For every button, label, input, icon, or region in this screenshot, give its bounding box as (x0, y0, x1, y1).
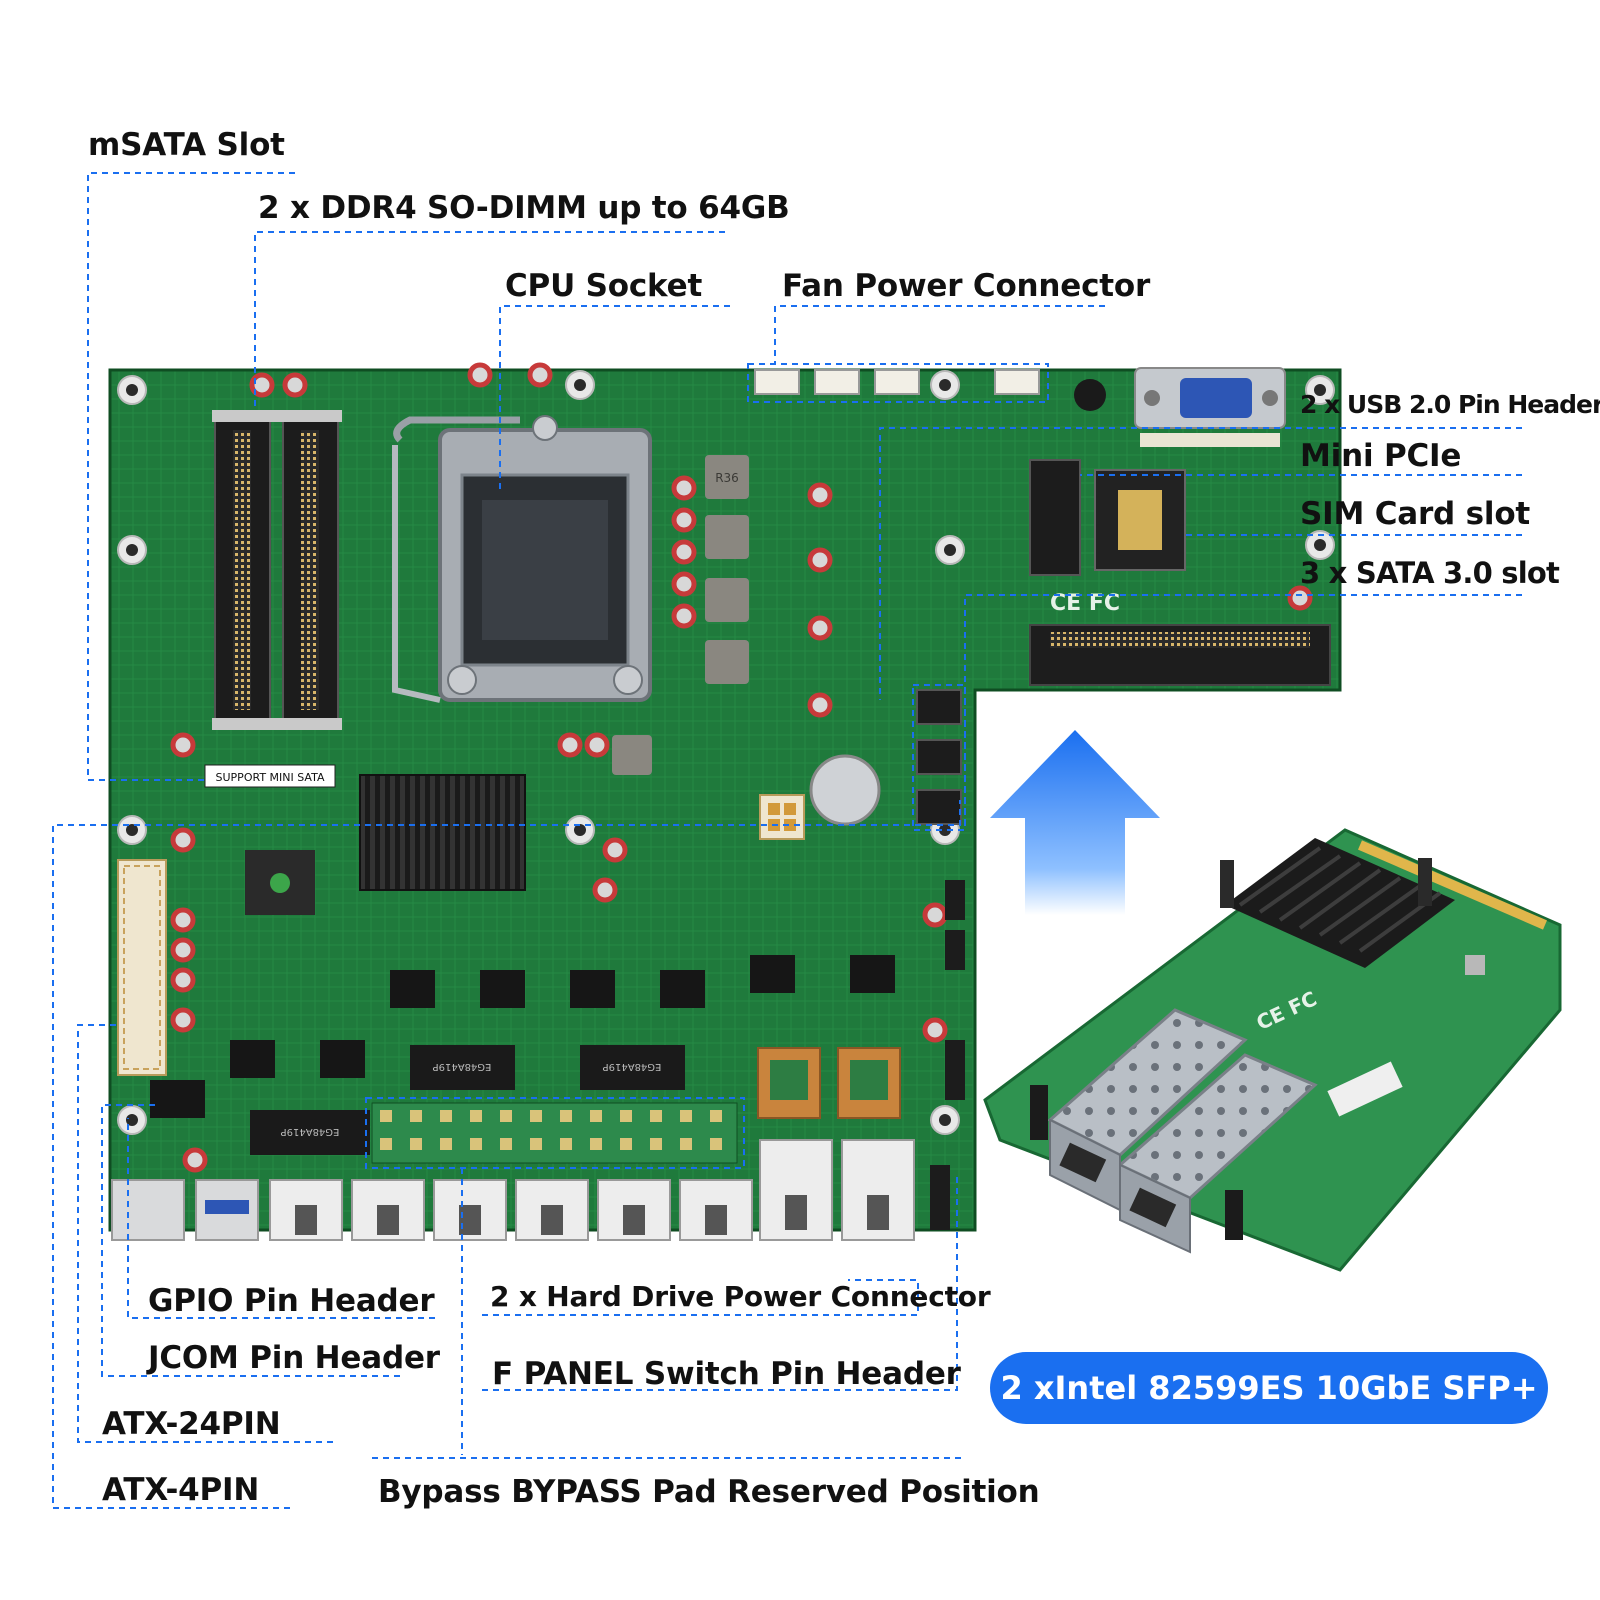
label-sata-slot: 3 x SATA 3.0 slot (1300, 556, 1560, 590)
sfp-expansion-card: CE FC (983, 828, 1562, 1272)
atx-24pin-connector (117, 859, 167, 1076)
label-gpio-header: GPIO Pin Header (148, 1283, 435, 1319)
label-msata-slot: mSATA Slot (88, 127, 285, 163)
chip-mark-3: EG48A419P (281, 1126, 340, 1137)
label-cpu-socket: CPU Socket (505, 268, 703, 304)
cpu-socket (392, 415, 652, 703)
label-atx-4pin: ATX-4PIN (102, 1472, 260, 1508)
label-fpanel-header: F PANEL Switch Pin Header (492, 1356, 961, 1392)
label-fan-power: Fan Power Connector (782, 268, 1151, 304)
atx-4pin-connector (759, 794, 805, 840)
chipset-heatsink (359, 774, 526, 891)
label-usb-header: 2 x USB 2.0 Pin Header (1300, 390, 1600, 419)
motherboard: R36 (108, 362, 1342, 1241)
mini-pcie-slot (1029, 459, 1081, 576)
vrm-inductors: R36 (612, 455, 749, 775)
sata-ports (916, 689, 962, 825)
rear-io-ports (111, 1139, 915, 1241)
magnetics: EG48A419P EG48A419P EG48A419P (250, 1045, 685, 1155)
chip-mark-1: EG48A419P (433, 1061, 492, 1072)
leader-lines (52, 172, 1522, 1509)
msata-silk (204, 764, 336, 788)
inductor-mark: R36 (715, 471, 739, 485)
sfp-feature-badge: 2 xIntel 82599ES 10GbE SFP+ (990, 1352, 1548, 1424)
label-atx-24pin: ATX-24PIN (102, 1406, 281, 1442)
label-bypass-pad: Bypass BYPASS Pad Reserved Position (378, 1474, 1040, 1510)
label-mini-pcie: Mini PCIe (1300, 438, 1462, 474)
label-sim-card-slot: SIM Card slot (1300, 496, 1531, 532)
sodimm-slots (212, 410, 342, 730)
sim-card-slot (1094, 469, 1186, 571)
gpio-header (150, 1080, 205, 1118)
up-arrow-icon (990, 730, 1160, 915)
label-hdd-power: 2 x Hard Drive Power Connector (490, 1280, 991, 1313)
board-cert-mark: CE FC (1050, 591, 1120, 616)
label-jcom-header: JCOM Pin Header (148, 1340, 440, 1376)
mini-sata-mark: SUPPORT MINI SATA (216, 771, 325, 784)
vga-port (1074, 367, 1286, 447)
lan-controllers (230, 955, 895, 1078)
label-ddr4-sodimm: 2 x DDR4 SO-DIMM up to 64GB (258, 190, 790, 226)
fan-headers (754, 369, 1040, 395)
chip-mark-2: EG48A419P (603, 1061, 662, 1072)
bypass-pads (371, 1102, 738, 1164)
capacitors (170, 362, 1313, 1173)
cmos-battery (809, 754, 881, 826)
